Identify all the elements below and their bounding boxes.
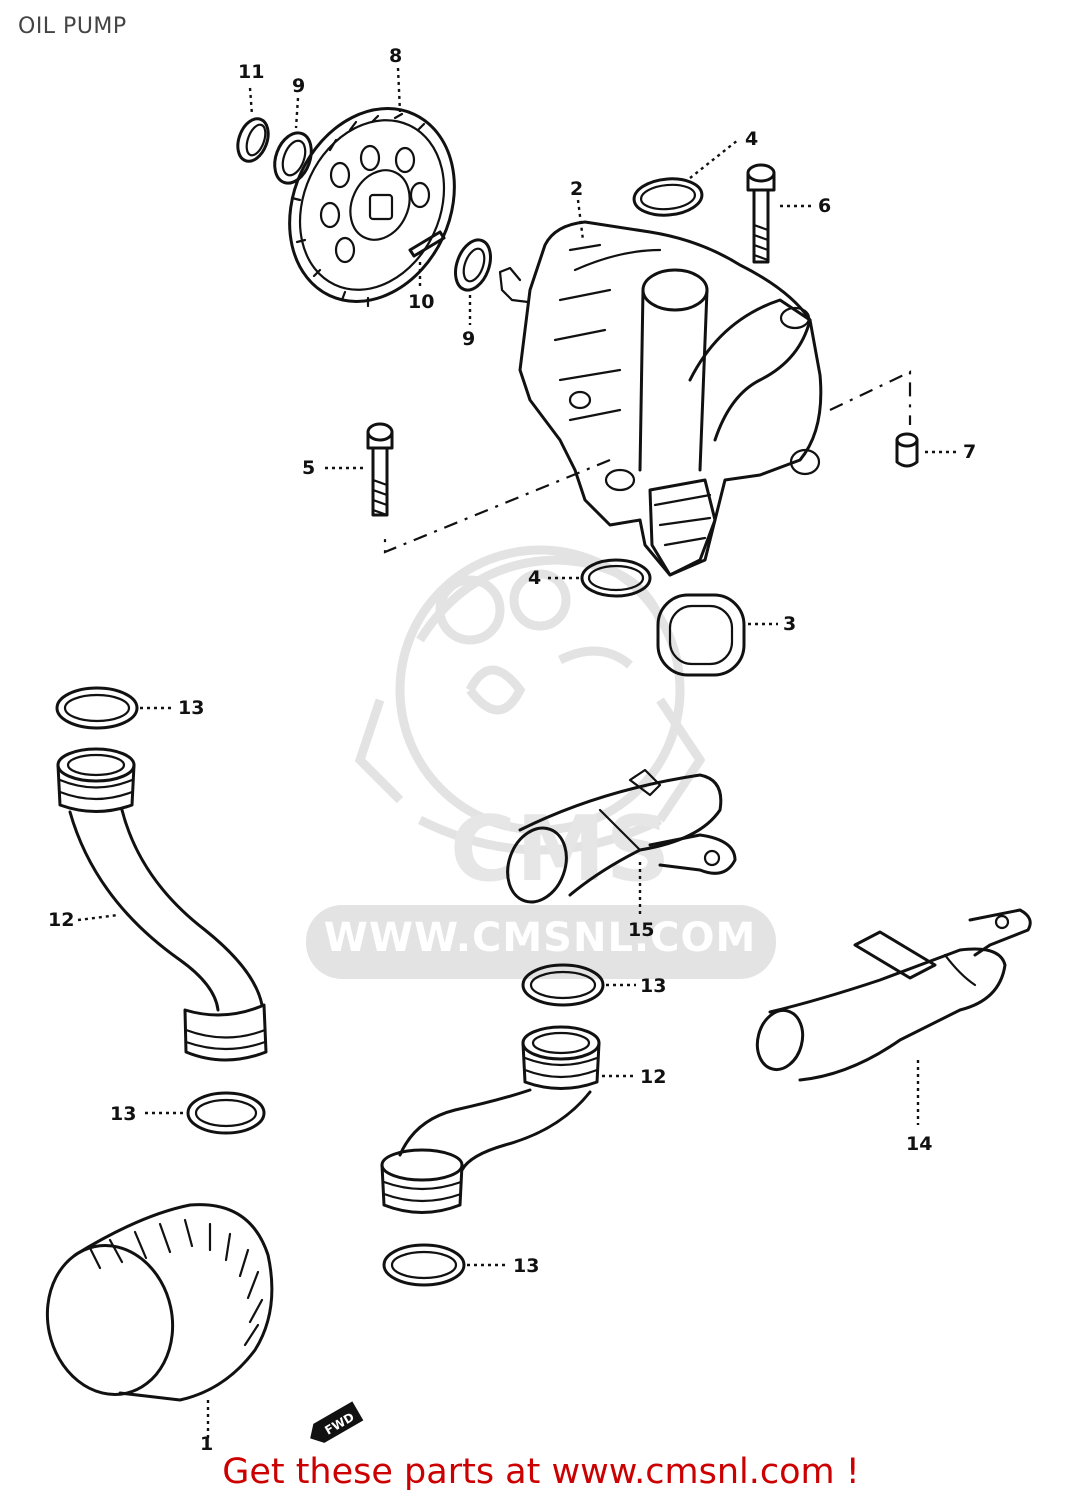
part-13-o-ring-1 <box>55 686 172 730</box>
part-9-washer-mid <box>454 238 492 325</box>
page-title: OIL PUMP <box>18 14 127 39</box>
part-14-oil-pipe <box>755 908 1032 1125</box>
callout-3: 3 <box>783 613 796 635</box>
part-6-bolt <box>746 163 812 264</box>
callout-2: 2 <box>570 178 583 200</box>
callout-11: 11 <box>238 61 264 83</box>
part-12-hose-left <box>56 747 268 1062</box>
part-15-strainer-pipe <box>506 768 737 915</box>
footer-link-text[interactable]: Get these parts at www.cmsnl.com ! <box>222 1452 860 1492</box>
part-5-bolt <box>325 422 394 517</box>
part-13-o-ring-4 <box>382 1243 508 1287</box>
callout-9-mid: 9 <box>462 328 475 350</box>
callout-4-lower: 4 <box>528 567 541 589</box>
watermark-band <box>306 905 776 979</box>
exploded-parts-diagram: CMS 11 9 8 10 9 <box>45 45 1032 1450</box>
watermark-text: WWW.CMSNL.COM <box>323 915 757 961</box>
callout-9-top: 9 <box>292 75 305 97</box>
callout-14: 14 <box>906 1133 932 1155</box>
watermark-logo: CMS <box>354 545 706 902</box>
assembly-line-left <box>383 458 611 554</box>
callout-12-center: 12 <box>640 1066 666 1088</box>
callout-4-top: 4 <box>745 128 758 150</box>
callout-13-1: 13 <box>178 697 204 719</box>
part-2-oil-pump-body <box>498 199 823 577</box>
part-13-o-ring-3 <box>521 963 636 1007</box>
part-11-circlip <box>236 87 270 163</box>
part-9-washer-top <box>273 97 313 185</box>
callout-13-2: 13 <box>110 1103 136 1125</box>
callout-1: 1 <box>200 1433 213 1450</box>
part-4-o-ring-top <box>632 139 739 217</box>
callout-7: 7 <box>963 441 976 463</box>
part-4-o-ring-lower <box>548 558 652 598</box>
callout-13-3: 13 <box>640 975 666 997</box>
callout-10: 10 <box>408 291 434 313</box>
part-12-hose-center <box>380 1025 635 1214</box>
callout-12-left: 12 <box>48 909 74 931</box>
fwd-arrow-icon: FWD <box>310 1401 364 1443</box>
assembly-line-right <box>829 370 912 425</box>
part-3-gasket <box>656 593 778 677</box>
part-7-dowel <box>895 432 958 468</box>
callout-8: 8 <box>389 45 402 67</box>
callout-5: 5 <box>302 457 315 479</box>
callout-15: 15 <box>628 919 654 941</box>
callout-13-4: 13 <box>513 1255 539 1277</box>
part-8-driven-gear <box>288 67 456 308</box>
part-10-pin <box>408 230 446 290</box>
part-13-o-ring-2 <box>145 1091 266 1135</box>
callout-6: 6 <box>818 195 831 217</box>
part-1-oil-filter <box>45 1203 274 1440</box>
